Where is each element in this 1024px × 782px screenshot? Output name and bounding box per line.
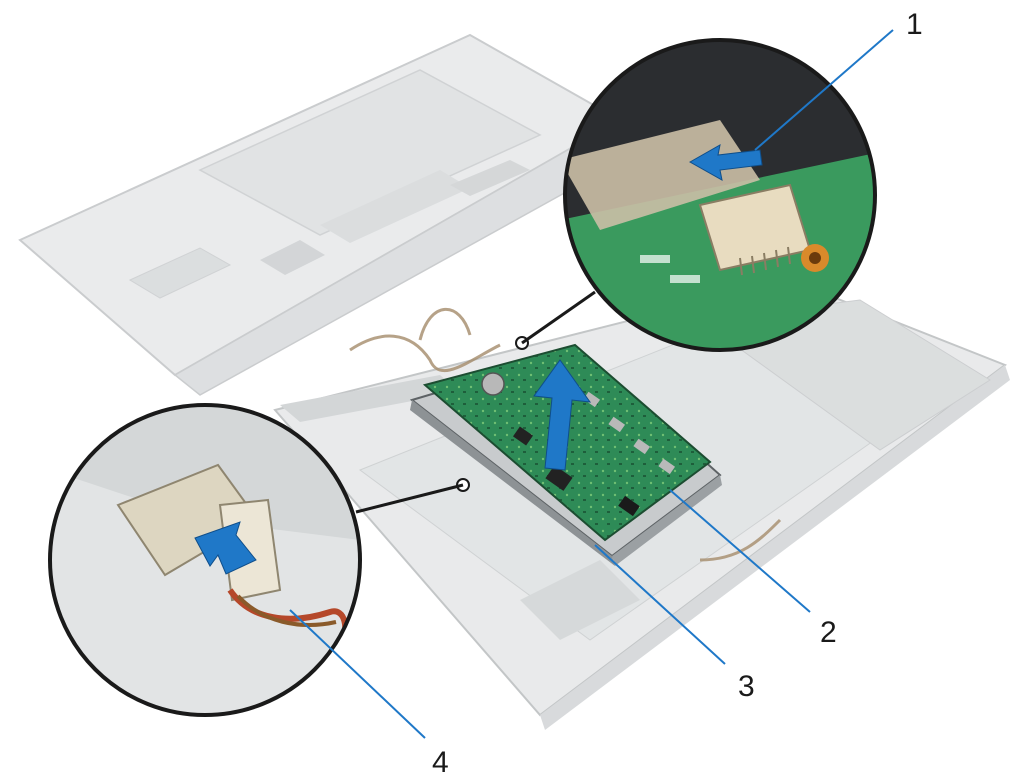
callout-3: 3 [738,670,755,703]
cable-routing [349,307,782,562]
zoom-detail-cable [48,403,362,717]
zoom-link-bottom [355,483,464,514]
chassis-back-panel [18,33,662,396]
arrow-up-icon [533,359,592,471]
callout-2: 2 [820,616,837,649]
zoom-link-top [521,290,596,345]
leader-line-1 [754,29,894,151]
leader-line-2 [669,489,811,613]
arrow-left-icon [688,144,763,181]
leader-line-4 [289,609,426,739]
arrow-down-icon [194,521,257,575]
leader-line-3 [594,544,726,665]
callout-4: 4 [432,746,449,779]
callout-1: 1 [906,8,923,41]
